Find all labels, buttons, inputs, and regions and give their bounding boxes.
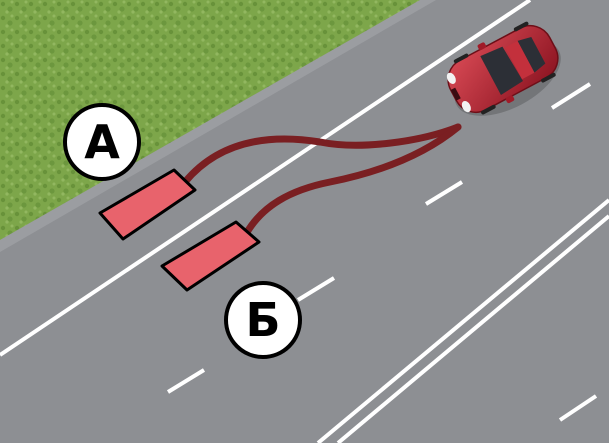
option-label-a: А [63,103,141,181]
parking-zones [98,168,261,292]
trajectory-a [181,123,462,186]
parking-zone-b [160,220,261,292]
option-label-b-text: Б [245,293,280,347]
trajectory-b [242,123,462,238]
option-label-a-text: А [84,115,120,169]
red-car [446,21,561,116]
parking-zone-a [98,168,197,241]
trajectories [181,123,462,238]
road-edge [0,0,436,252]
option-label-b: Б [224,281,302,359]
